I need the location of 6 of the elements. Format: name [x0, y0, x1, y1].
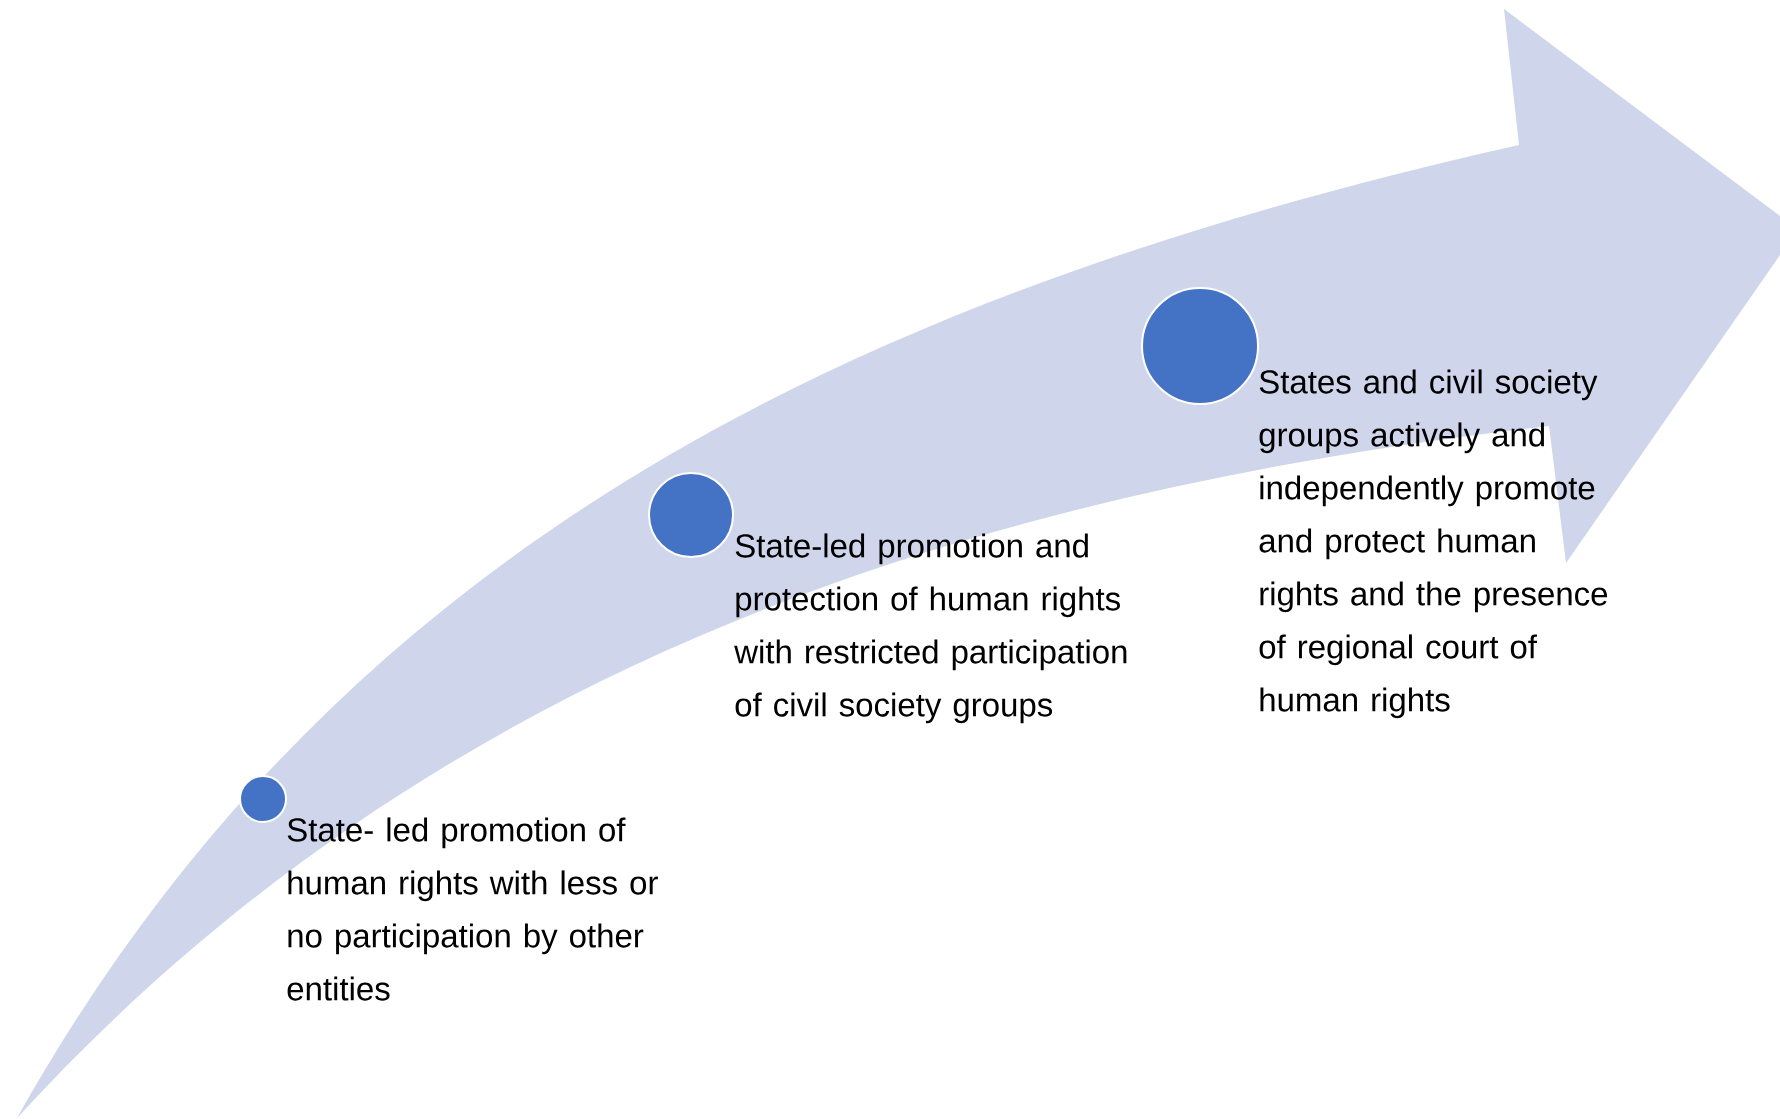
step-description: State- led promotion of human rights with less or no participation by other entities [287, 817, 658, 1001]
step-description: States and civil society groups actively and independently promote and protect human rights and the presence of regional court of human rights [1259, 369, 1608, 719]
step-description: State-led promotion and protection of human rights with restricted participation of civil society groups [734, 533, 1127, 724]
step-circle [239, 775, 287, 823]
step-circle [648, 472, 734, 558]
step-circle [1141, 287, 1259, 405]
